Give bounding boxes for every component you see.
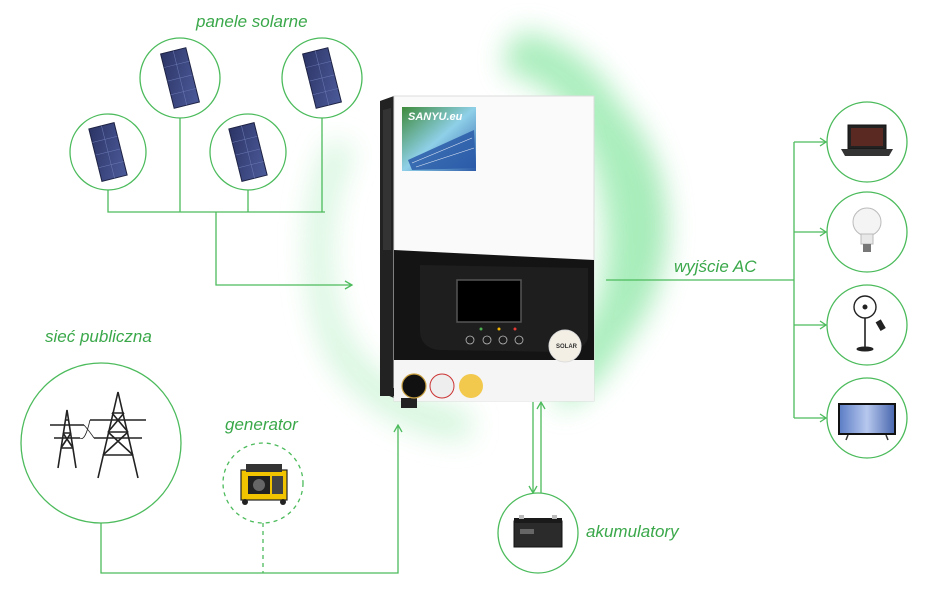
solar-badge-label: SOLAR <box>556 344 578 350</box>
solar-panel-group <box>69 37 363 191</box>
laptop-circle <box>826 101 908 183</box>
tv-icon <box>838 403 896 441</box>
solar-panel-icon <box>88 122 128 182</box>
generator-icon <box>240 464 288 505</box>
public-grid-label: sieć publiczna <box>45 327 152 346</box>
public-grid-circle <box>20 362 182 524</box>
inverter-brand: SANYU.eu <box>408 111 463 123</box>
solar-panel-circle <box>209 113 287 191</box>
power-tower-icon <box>50 391 146 479</box>
ac-output-label: wyjście AC <box>674 257 757 276</box>
solar-panel-icon <box>302 47 342 109</box>
generator-circle <box>222 442 304 524</box>
solar-panels-label: panele solarne <box>195 12 308 31</box>
green-glow <box>307 30 666 440</box>
battery-icon <box>513 515 563 548</box>
battery-circle <box>497 492 579 574</box>
inverter-display <box>456 279 522 323</box>
tv-circle <box>826 377 908 459</box>
generator-label: generator <box>225 415 299 434</box>
connector-lines <box>100 112 828 574</box>
inverter: SANYU.eu SOLAR <box>380 95 595 408</box>
fan-icon <box>853 295 886 352</box>
solar-panel-circle <box>139 37 221 119</box>
bulb-circle <box>826 191 908 273</box>
fan-circle <box>826 284 908 366</box>
laptop-icon <box>841 124 893 156</box>
certification-badges <box>401 373 483 399</box>
solar-badge: SOLAR <box>548 329 582 363</box>
solar-panel-circle <box>281 37 363 119</box>
solar-panel-circle <box>69 113 147 191</box>
bulb-icon <box>852 207 882 252</box>
inverter-brand-panel: SANYU.eu <box>402 107 476 171</box>
batteries-label: akumulatory <box>586 522 680 541</box>
solar-panel-icon <box>228 122 268 182</box>
inverter-buttons <box>465 327 524 345</box>
solar-panel-icon <box>160 47 200 109</box>
